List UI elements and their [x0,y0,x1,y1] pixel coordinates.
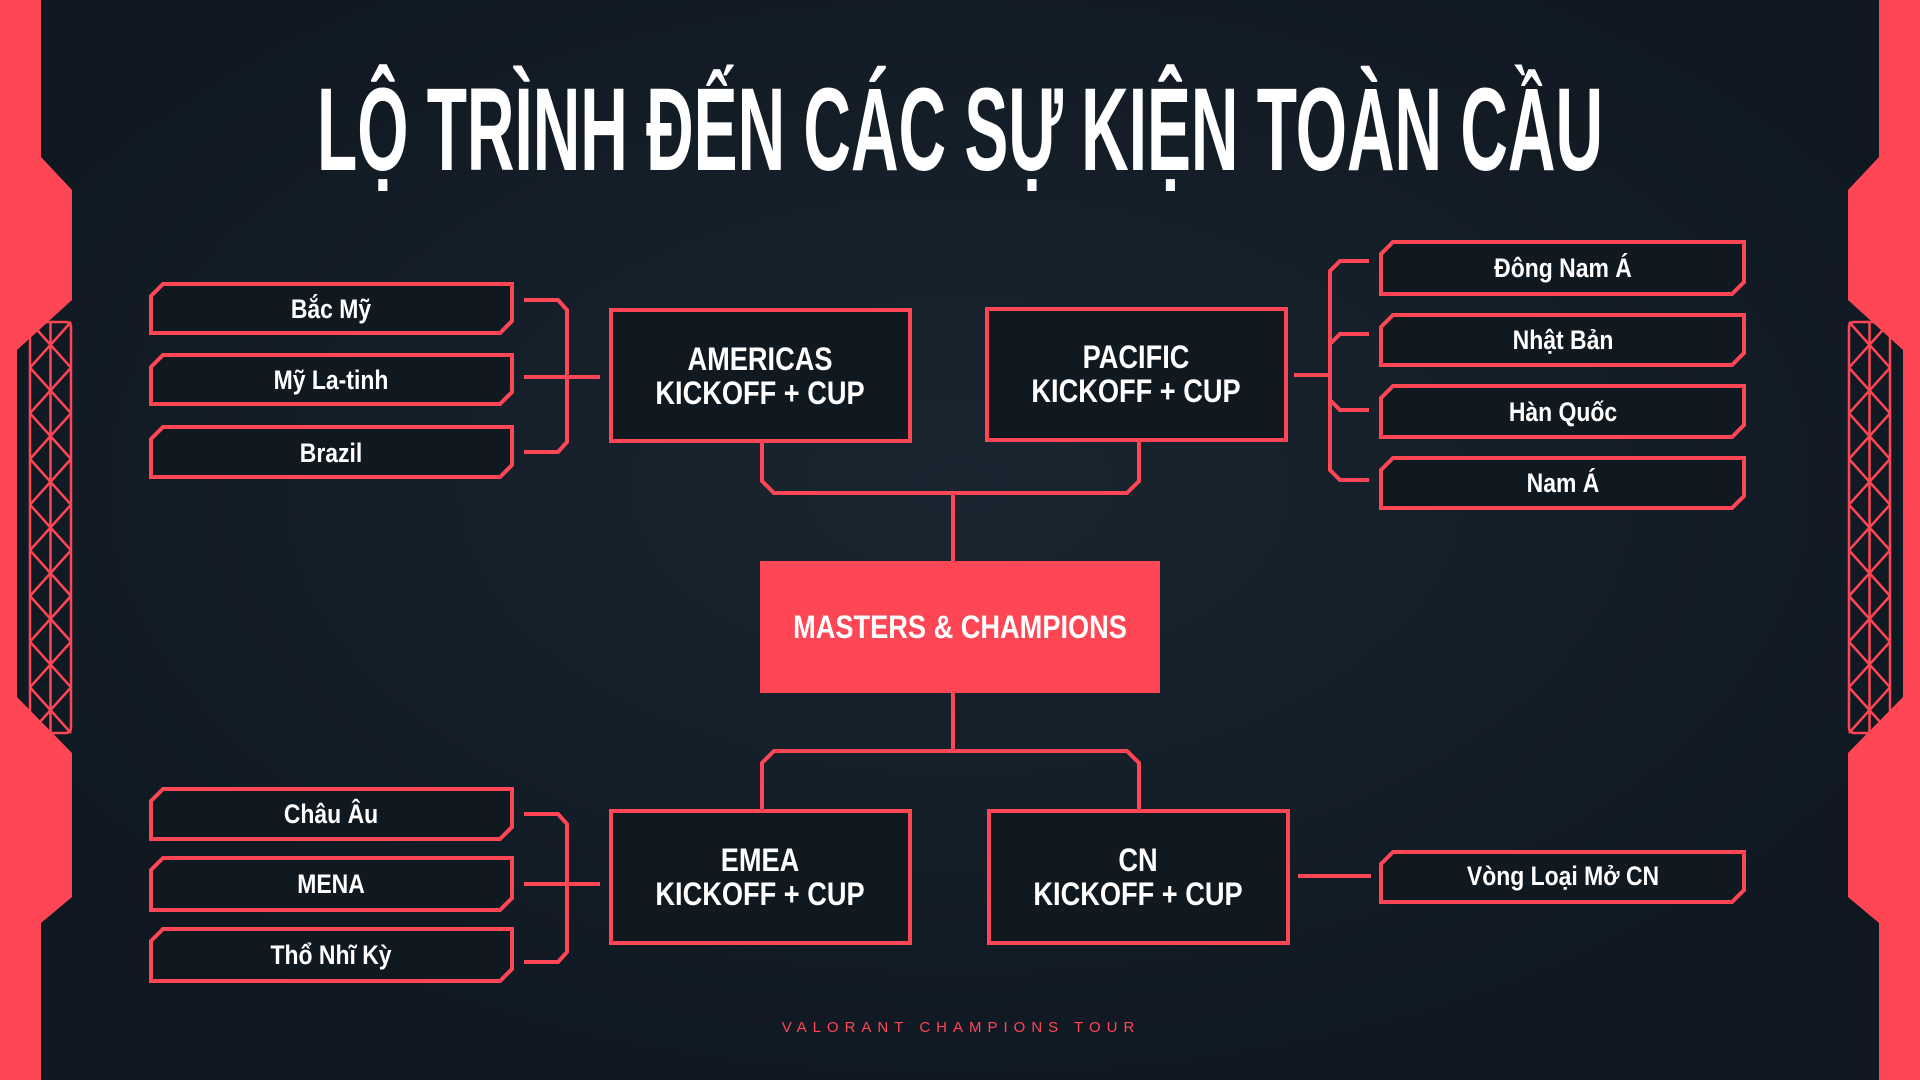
region-label: Châu Âu [284,797,378,829]
lattice-strut [1848,366,1891,415]
lattice-strut [29,366,72,415]
region-box-nam-a: Nam Á [1379,456,1746,510]
region-label: Nhật Bản [1513,325,1614,355]
region-box-chau-au: Châu Âu [149,787,514,841]
lattice-strut [29,686,72,734]
lattice-strut [1848,458,1891,506]
lattice-strut [29,321,72,369]
region-box-my-la-tinh: Mỹ La-tinh [149,353,514,406]
lattice-strut [1848,503,1891,552]
lattice-strut [1848,321,1891,369]
lattice-strut [29,549,72,597]
lattice-strut [29,640,72,689]
page-title: LỘ TRÌNH ĐẾN CÁC SỰ KIỆN TOÀN CẦU [317,63,1603,196]
region-label: Brazil [300,438,362,468]
event-subtitle: KICKOFF + CUP [1033,877,1242,913]
region-label: Hàn Quốc [1509,397,1617,427]
event-subtitle: KICKOFF + CUP [1031,374,1240,410]
lattice-strut [29,503,72,552]
region-label: Nam Á [1527,467,1600,498]
lattice-strut [1848,686,1891,734]
lattice-strut [1848,640,1891,689]
event-title: AMERICAS [687,342,832,378]
region-box-vong-loai-mo-cn: Vòng Loại Mở CN [1379,850,1746,904]
region-label: Thổ Nhĩ Kỳ [270,940,391,970]
event-subtitle: KICKOFF + CUP [655,877,864,913]
right-lattice-decoration [1847,320,1892,735]
cn-kickoff-cup-box: CN KICKOFF + CUP [987,809,1290,945]
lattice-strut [1848,595,1891,643]
lattice-strut [29,595,72,643]
region-label: MENA [297,869,365,899]
event-title: CN [1118,843,1157,879]
event-title: EMEA [721,843,800,879]
region-box-dong-nam-a: Đông Nam Á [1379,240,1746,296]
region-box-brazil: Brazil [149,425,514,479]
region-label: Vòng Loại Mở CN [1467,861,1659,891]
region-box-bac-my: Bắc Mỹ [149,282,514,335]
footer-brand: VALORANT CHAMPIONS TOUR [782,1019,1141,1036]
emea-kickoff-cup-box: EMEA KICKOFF + CUP [609,809,912,945]
pacific-kickoff-cup-box: PACIFIC KICKOFF + CUP [985,307,1288,442]
lattice-strut [1848,549,1891,597]
lattice-strut [29,458,72,506]
region-label: Bắc Mỹ [291,292,371,324]
lattice-strut [1848,412,1891,460]
americas-kickoff-cup-box: AMERICAS KICKOFF + CUP [609,308,912,443]
region-label: Đông Nam Á [1494,252,1632,283]
event-subtitle: KICKOFF + CUP [655,376,864,412]
region-box-nhat-ban: Nhật Bản [1379,313,1746,367]
region-box-tho-nhi-ky: Thổ Nhĩ Kỳ [149,927,514,983]
masters-champions-label: MASTERS & CHAMPIONS [793,610,1127,646]
event-title: PACIFIC [1083,340,1190,376]
masters-champions-box: MASTERS & CHAMPIONS [760,561,1160,693]
left-lattice-decoration [28,320,73,735]
lattice-strut [29,412,72,460]
region-box-han-quoc: Hàn Quốc [1379,384,1746,439]
region-label: Mỹ La-tinh [274,365,389,395]
region-box-mena: MENA [149,856,514,912]
connector-lines [524,259,1371,964]
